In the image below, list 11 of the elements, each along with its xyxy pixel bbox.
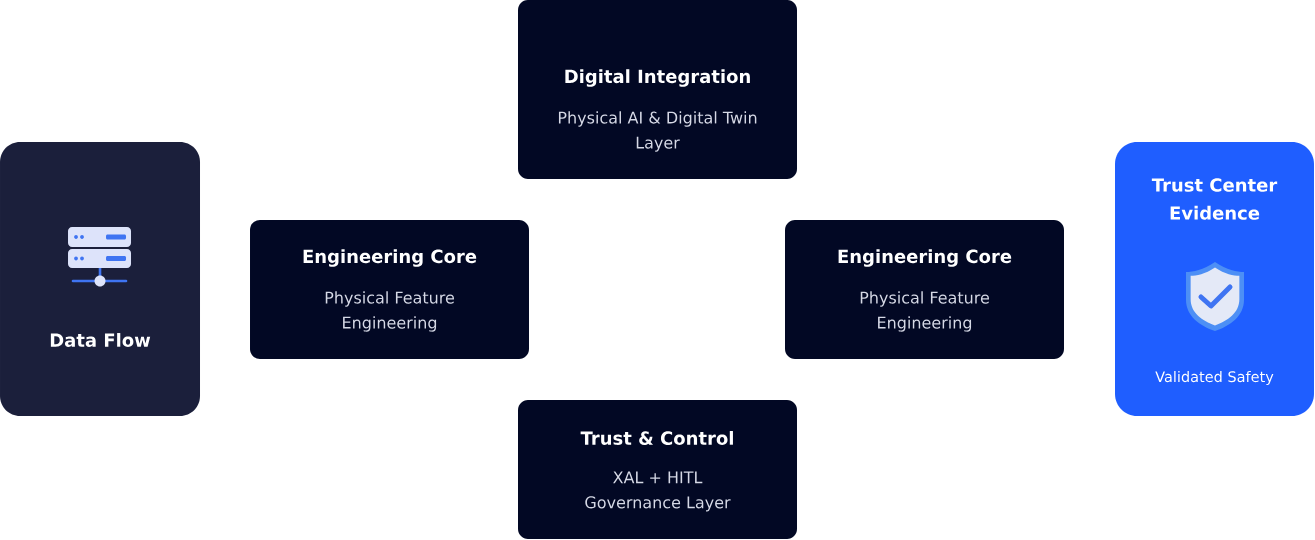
box-title: Digital Integration <box>565 69 750 87</box>
box-text: Physical AI & Digital Twin Layer <box>558 111 757 152</box>
box-text: Physical Feature Engineering <box>860 291 989 332</box>
box-title: Data Flow <box>50 333 151 347</box>
box-title: Trust & Control <box>580 431 733 445</box>
box-text: Physical Feature Engineering <box>325 291 454 332</box>
box-title: Engineering Core <box>838 249 1012 267</box>
box-text: Validated Safety <box>1155 370 1274 385</box>
box-title: Trust Center Evidence <box>1151 178 1278 220</box>
box-title: Engineering Core <box>303 249 477 267</box>
box-text: XAL + HITL Governance Layer <box>585 471 731 512</box>
